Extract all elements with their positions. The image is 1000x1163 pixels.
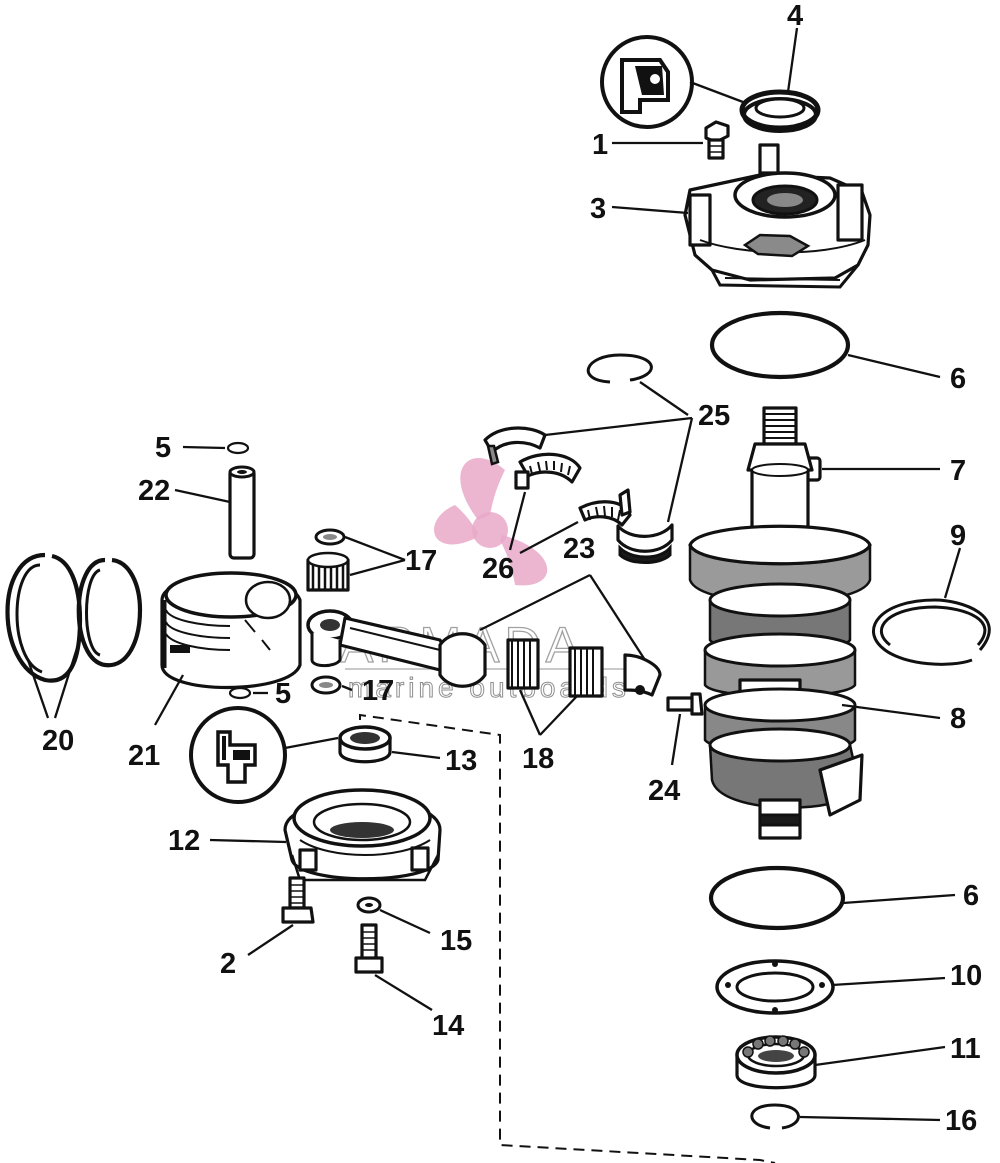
callout-3: 3	[590, 193, 606, 225]
callout-25: 25	[698, 400, 730, 432]
callout-22: 22	[138, 475, 170, 507]
part-10-seal-plate	[715, 959, 835, 1015]
callout-10: 10	[950, 960, 982, 992]
assembly-line	[359, 713, 776, 1163]
callout-6-upper: 6	[950, 363, 966, 395]
callout-4: 4	[787, 0, 803, 32]
part-25-bearing-half-left	[483, 426, 547, 466]
callout-7: 7	[950, 455, 966, 487]
callout-15: 15	[440, 925, 472, 957]
callout-2: 2	[220, 948, 236, 980]
part-25-retaining-ring	[586, 353, 653, 384]
part-20-piston-rings	[5, 552, 143, 683]
part-11-ball-bearing	[735, 1035, 817, 1090]
callout-1: 1	[592, 129, 608, 161]
part-6-o-ring-lower	[708, 865, 846, 931]
part-5-clip-upper	[226, 441, 250, 455]
callout-9: 9	[950, 520, 966, 552]
callout-23: 23	[563, 533, 595, 565]
part-25-bearing-half-right	[616, 523, 674, 564]
detail-inset-top	[600, 35, 744, 129]
part-17-upper-set	[306, 528, 350, 592]
part-14-screw	[354, 923, 384, 974]
callout-24: 24	[648, 775, 680, 807]
part-18-bearing-cages	[506, 638, 662, 698]
part-15-washer	[356, 896, 382, 914]
part-6-o-ring-upper	[709, 310, 851, 380]
propeller-icon	[434, 458, 548, 586]
callout-6-lower: 6	[963, 880, 979, 912]
callout-17-lower: 17	[362, 675, 394, 707]
callout-16: 16	[945, 1105, 977, 1137]
callout-18: 18	[522, 743, 554, 775]
callout-21: 21	[128, 740, 160, 772]
callout-17-upper: 17	[405, 545, 437, 577]
part-24-screw	[666, 692, 704, 716]
part-17-lower-washer	[310, 675, 342, 695]
callout-12: 12	[168, 825, 200, 857]
callout-8: 8	[950, 703, 966, 735]
callout-5-upper: 5	[155, 432, 171, 464]
connecting-rod	[306, 609, 487, 688]
part-8-crankshaft	[688, 406, 872, 840]
part-12-lower-housing	[283, 788, 442, 882]
part-13-seal	[338, 725, 392, 764]
part-3-upper-housing	[683, 143, 872, 289]
callout-5-lower: 5	[275, 678, 291, 710]
part-16-snap-ring	[750, 1103, 800, 1130]
part-4-seal	[739, 89, 821, 133]
part-5-clip-lower	[228, 686, 252, 700]
callout-11: 11	[950, 1033, 981, 1065]
callout-26: 26	[482, 553, 514, 585]
part-9-retaining-ring	[872, 598, 991, 666]
callout-14: 14	[432, 1010, 464, 1042]
part-1-screw	[704, 120, 730, 160]
part-2-screw	[281, 876, 315, 924]
detail-inset-lower	[189, 706, 339, 804]
part-21-piston	[160, 571, 302, 690]
callout-20: 20	[42, 725, 74, 757]
part-26-needle-cage	[514, 452, 582, 490]
callout-13: 13	[445, 745, 477, 777]
part-23-needle-cage	[578, 488, 632, 527]
part-22-piston-pin	[228, 465, 256, 560]
